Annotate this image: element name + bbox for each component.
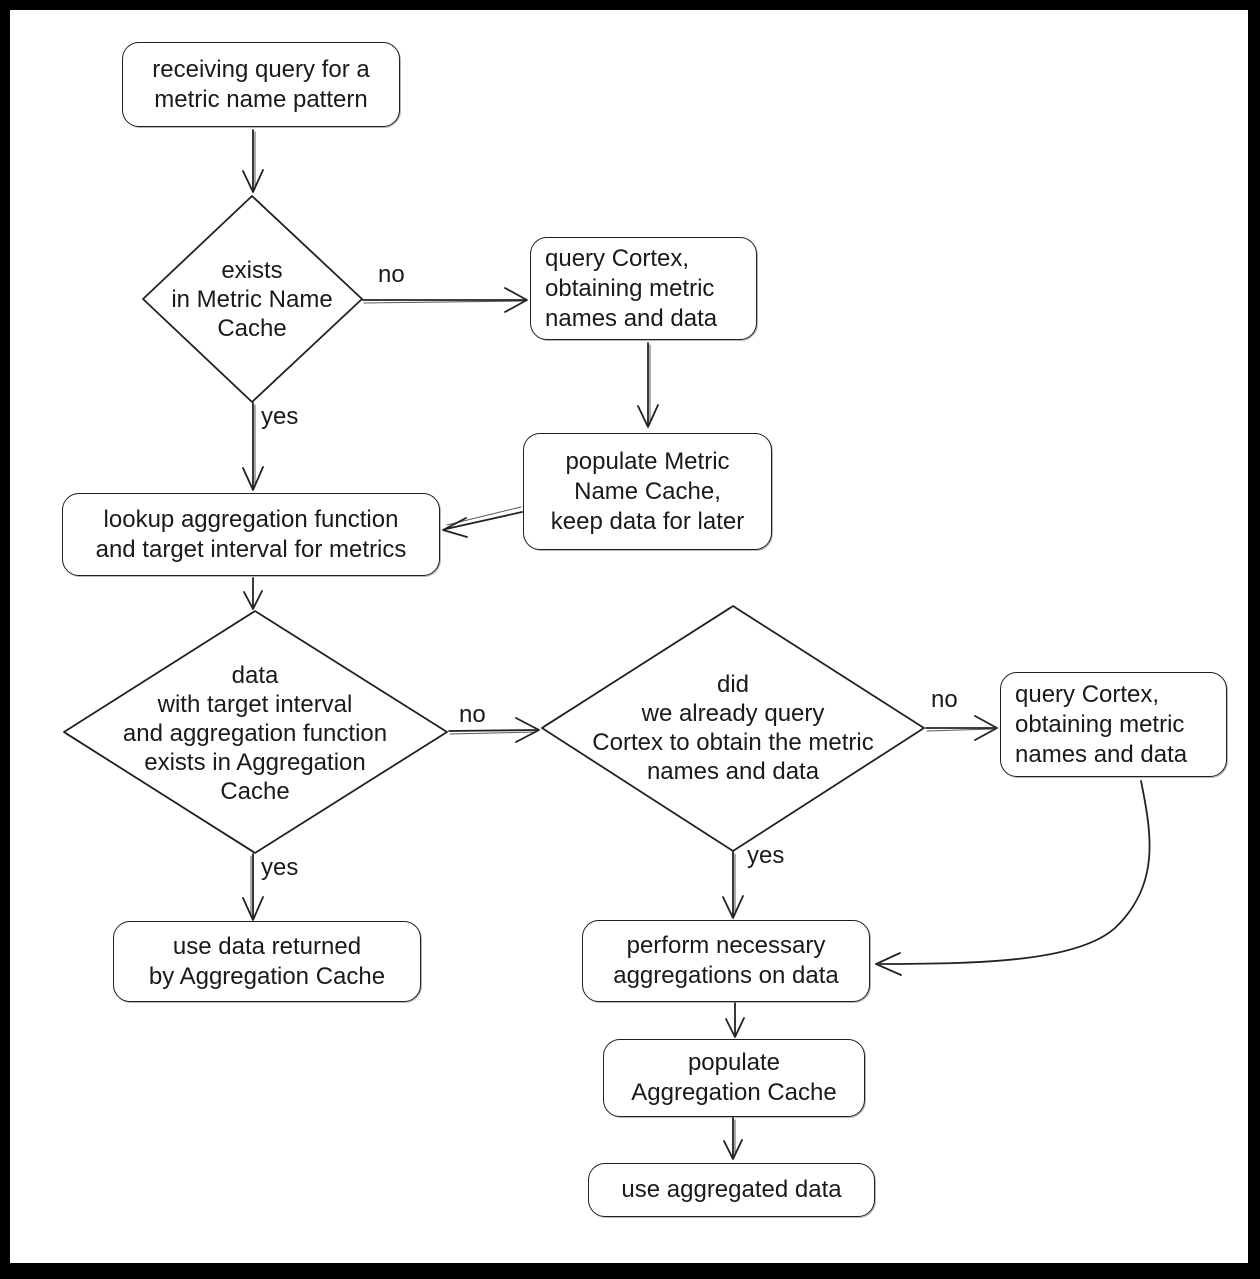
edge-label-no-already-queried: no (931, 686, 958, 713)
node-lookup-aggregation: lookup aggregation function and target i… (62, 493, 440, 576)
node-populate-name-cache: populate Metric Name Cache, keep data fo… (523, 433, 772, 550)
arrow-lookup-to-data-diamond (243, 577, 263, 610)
arrow-receive-to-exists (242, 129, 264, 193)
label-already-queried: did we already query Cortex to obtain th… (592, 671, 874, 785)
node-populate-agg-cache: populate Aggregation Cache (603, 1039, 865, 1117)
node-query-cortex-right: query Cortex, obtaining metric names and… (1000, 672, 1227, 777)
arrow-populate-name-cache-to-lookup (442, 506, 523, 538)
edge-label-no-agg-cache: no (459, 701, 486, 728)
arrow-data-no-to-already-queried (448, 717, 540, 743)
node-receive-query: receiving query for a metric name patter… (122, 42, 400, 127)
edge-label-yes-agg-cache: yes (261, 854, 299, 881)
arrow-exists-yes-to-lookup (242, 402, 264, 491)
arrow-perform-to-populate-agg (725, 1002, 745, 1038)
arrow-exists-no-to-query-cortex (362, 287, 528, 313)
decision-diamond-data-in-agg-cache (63, 610, 448, 854)
arrow-query-cortex-to-populate-name-cache (637, 342, 659, 428)
edge-label-yes-name-cache: yes (261, 403, 299, 430)
arrow-data-yes-to-use-returned (242, 853, 264, 921)
arrow-populate-agg-to-use-agg (723, 1117, 743, 1160)
edge-label-yes-already-queried: yes (747, 842, 785, 869)
decision-diamond-already-queried (541, 605, 925, 852)
arrow-already-no-to-query-cortex-right (925, 715, 998, 741)
node-perform-aggregations: perform necessary aggregations on data (582, 920, 870, 1002)
label-data-in-agg-cache: data with target interval and aggregatio… (122, 661, 388, 805)
edge-label-no-name-cache: no (378, 261, 405, 288)
label-exists-name-cache: exists in Metric Name Cache (171, 256, 333, 342)
arrow-already-yes-to-perform (722, 851, 744, 919)
decision-diamond-exists-name-cache (142, 195, 363, 403)
node-query-cortex-top: query Cortex, obtaining metric names and… (530, 237, 757, 340)
node-use-aggregated-data: use aggregated data (588, 1163, 875, 1217)
arrow-query-cortex-right-to-perform (875, 780, 1151, 976)
node-use-agg-cache-data: use data returned by Aggregation Cache (113, 921, 421, 1002)
